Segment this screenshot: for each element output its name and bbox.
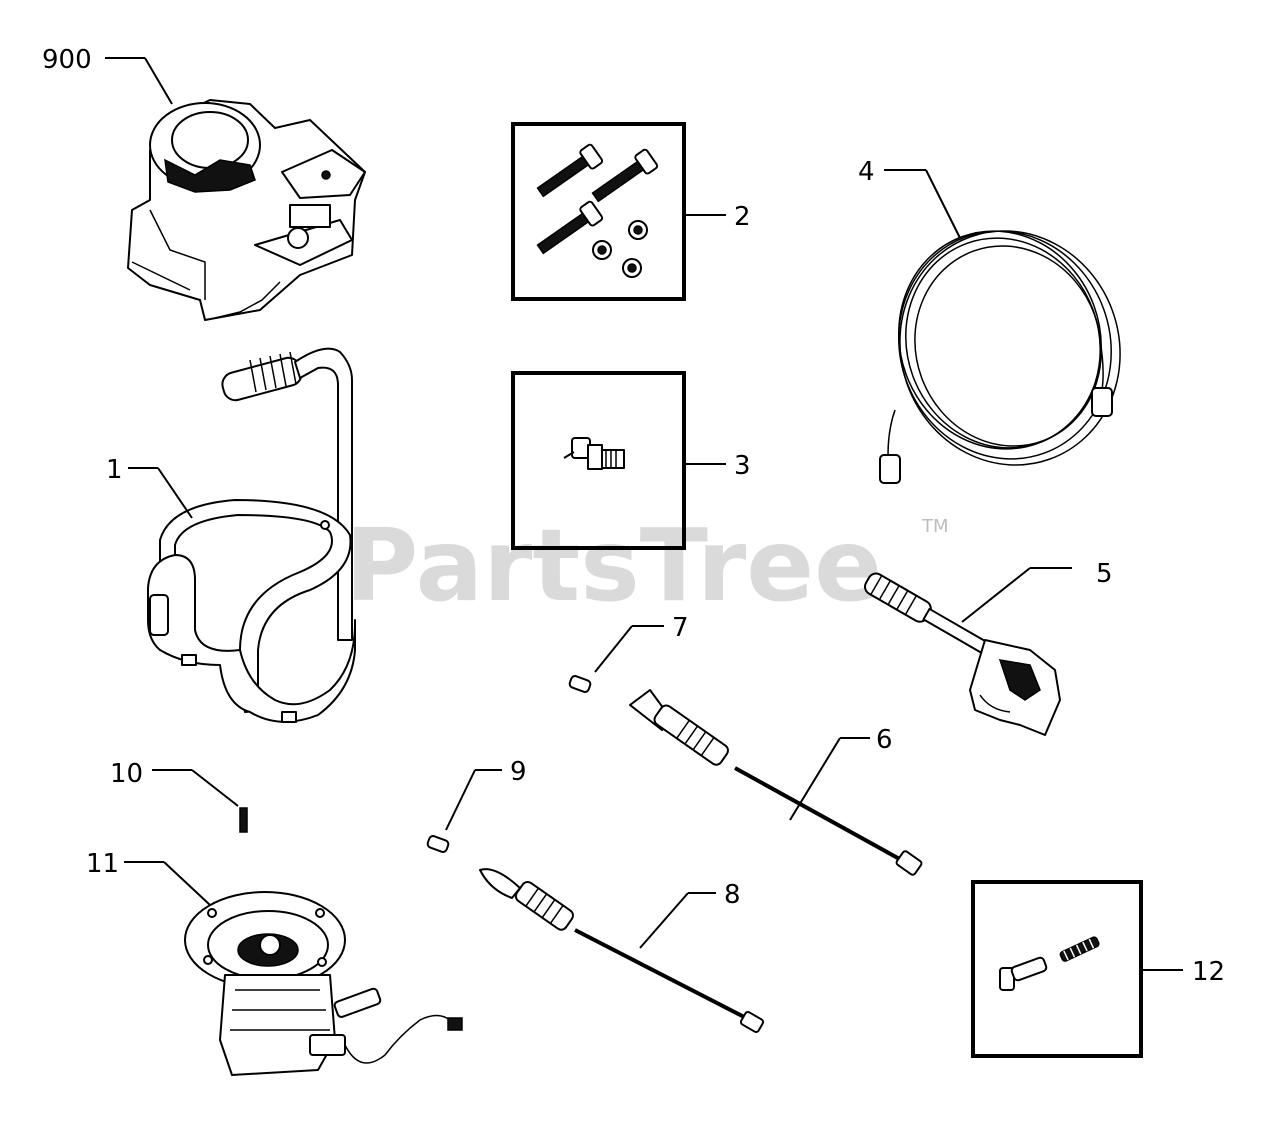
callout-4: 4 [858, 157, 875, 187]
pin-icon[interactable] [568, 675, 592, 693]
callout-2: 2 [734, 202, 751, 232]
callout-1: 1 [106, 455, 123, 485]
callout-6: 6 [876, 725, 893, 755]
spray-gun-icon[interactable] [862, 571, 1061, 736]
engine-icon[interactable] [127, 99, 366, 321]
watermark-text: PartsTree [345, 507, 882, 624]
nozzle-icon[interactable] [479, 868, 765, 1033]
callout-7: 7 [672, 613, 689, 643]
lance-icon[interactable] [629, 689, 923, 876]
callout-11: 11 [86, 849, 119, 879]
valve-kit-icon[interactable] [999, 936, 1100, 991]
watermark-tm: TM [921, 516, 949, 537]
callout-12: 12 [1192, 957, 1225, 987]
callout-5: 5 [1096, 559, 1113, 589]
callout-8: 8 [724, 880, 741, 910]
callout-9: 9 [510, 757, 527, 787]
pin-icon-2[interactable] [426, 835, 450, 853]
callout-10: 10 [110, 759, 143, 789]
callout-3: 3 [734, 451, 751, 481]
pump-icon[interactable] [184, 891, 463, 1076]
adapter-box [511, 371, 686, 550]
adapter-fitting-icon[interactable] [563, 437, 625, 470]
bolt-kit-icon[interactable] [534, 143, 659, 278]
handle-frame-icon[interactable] [147, 347, 357, 723]
hose-icon[interactable] [867, 200, 1153, 496]
bolt-kit-box [511, 122, 686, 301]
callout-900: 900 [42, 45, 92, 75]
valve-kit-box [971, 880, 1143, 1058]
pin-icon-3[interactable] [239, 807, 248, 833]
